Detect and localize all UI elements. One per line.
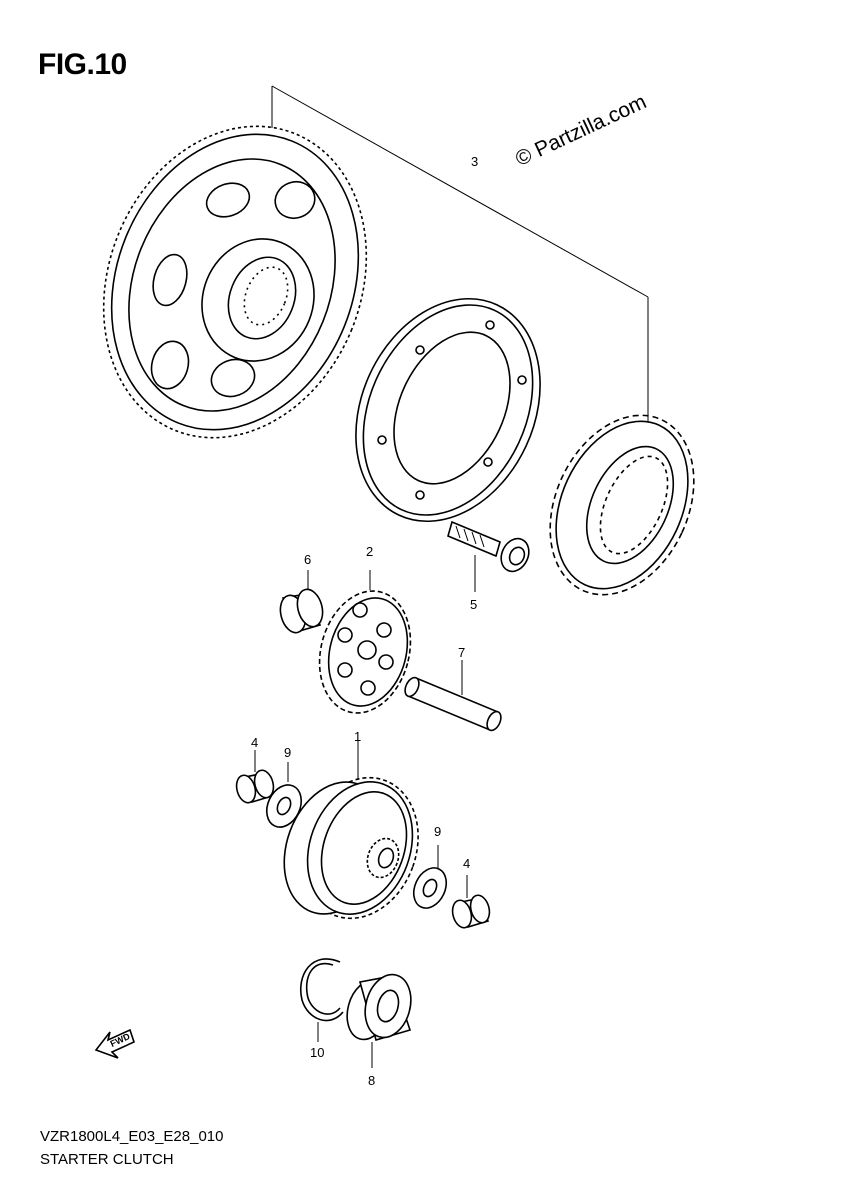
- forward-arrow-icon: [94, 1028, 135, 1059]
- assembly-bracket-lines: [271, 85, 649, 430]
- bushing-right: [451, 875, 491, 929]
- bushing-left: [235, 750, 275, 804]
- starter-clutch-assembly: [283, 740, 419, 920]
- starter-idle-gear: [318, 570, 412, 714]
- bushing: [279, 570, 324, 634]
- callout-2: 2: [366, 544, 374, 559]
- figure-title: FIG.10: [38, 48, 127, 81]
- bearing: [346, 973, 412, 1068]
- callout-3: 3: [471, 154, 479, 169]
- diagram-name: STARTER CLUTCH: [40, 1151, 174, 1168]
- callout-4-right: 4: [463, 856, 471, 871]
- bolt: [447, 520, 530, 592]
- one-way-clutch-sprag: [549, 414, 695, 596]
- washer-right: [412, 845, 448, 909]
- callout-4-left: 4: [251, 735, 259, 750]
- callout-9-right: 9: [434, 824, 442, 839]
- callout-7: 7: [458, 645, 466, 660]
- model-code: VZR1800L4_E03_E28_010: [40, 1128, 224, 1145]
- callout-6: 6: [304, 552, 312, 567]
- callout-8: 8: [368, 1073, 376, 1088]
- idle-gear-shaft: [404, 660, 502, 732]
- starter-clutch-driven-gear: [102, 125, 368, 439]
- callout-1: 1: [354, 729, 362, 744]
- clutch-guide-ring: [355, 297, 541, 523]
- callout-9-left: 9: [284, 745, 292, 760]
- callout-10: 10: [310, 1045, 325, 1060]
- callout-5: 5: [470, 597, 478, 612]
- circlip: [300, 958, 344, 1042]
